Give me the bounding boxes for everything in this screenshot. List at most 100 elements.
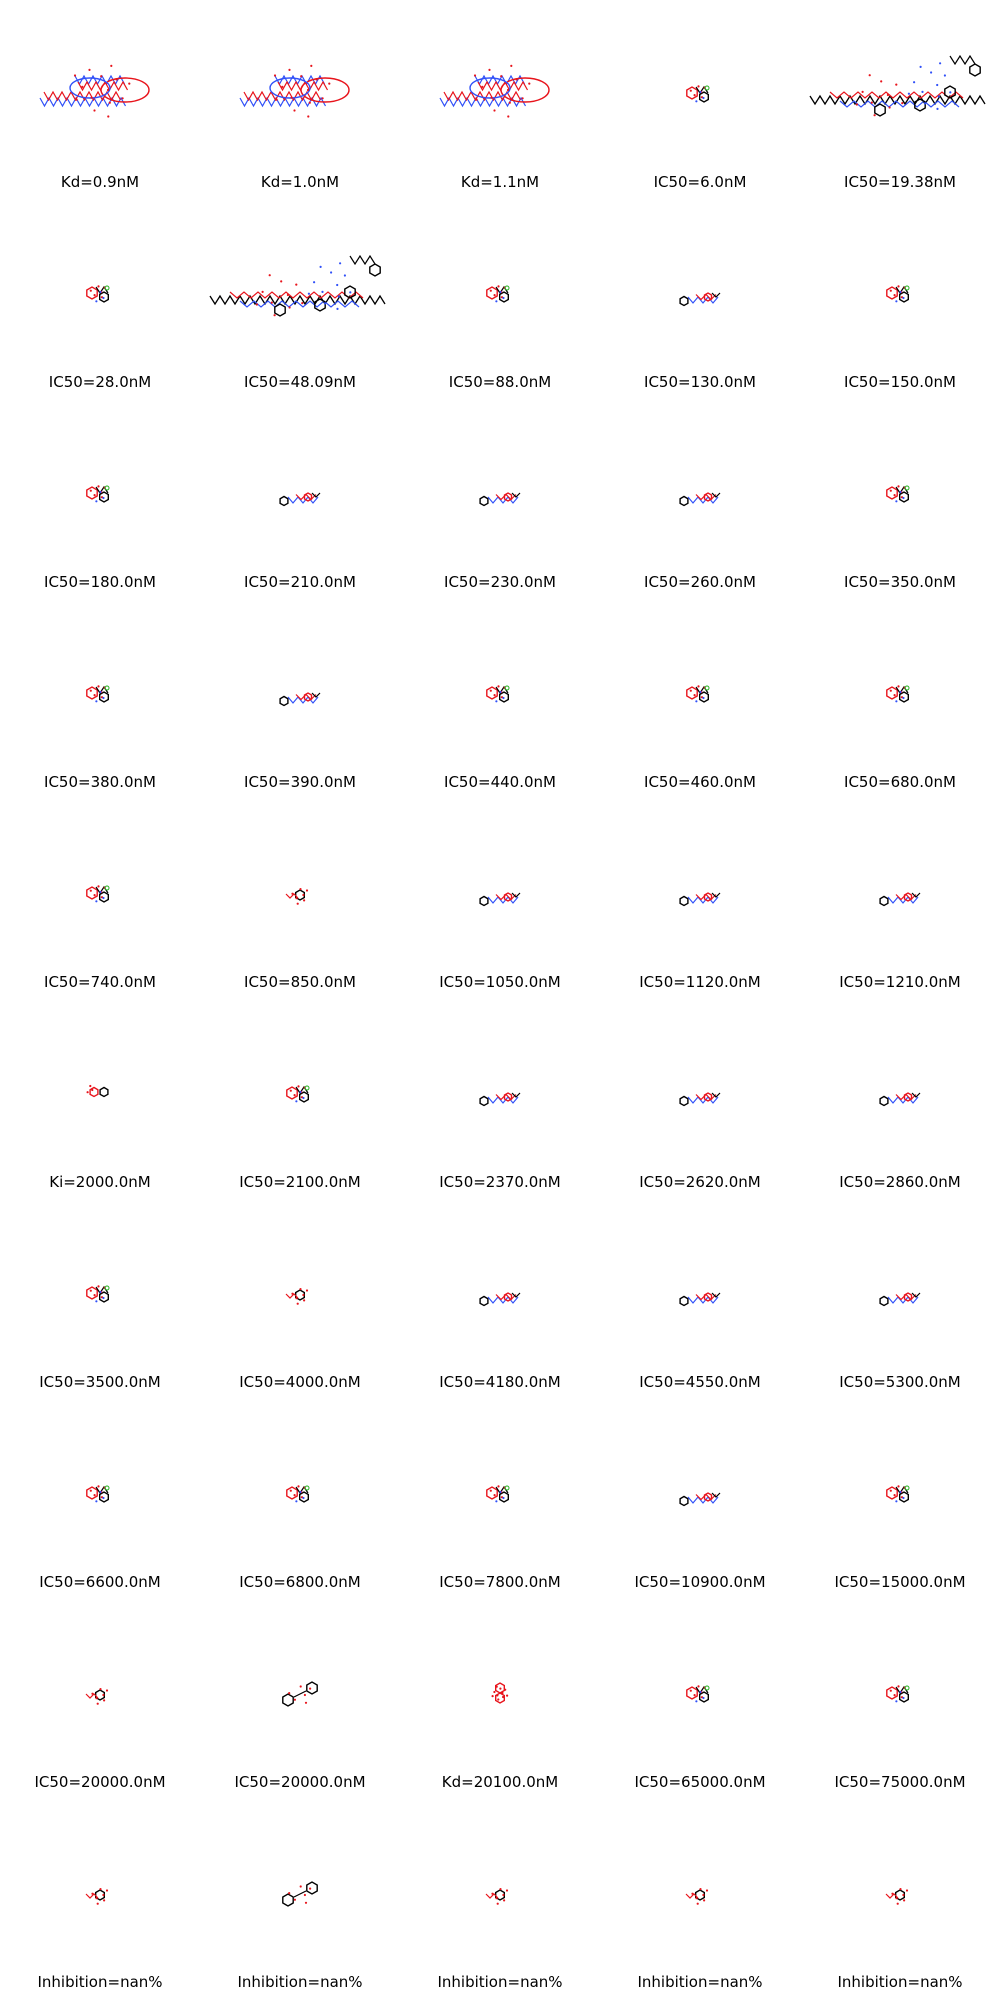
molecule-structure xyxy=(285,888,309,905)
molecule-cell: IC50=2620.0nM xyxy=(600,1000,800,1200)
activity-label: Inhibition=nan% xyxy=(637,1973,763,1991)
activity-label: IC50=150.0nM xyxy=(844,373,956,391)
molecule-structure xyxy=(679,1292,721,1307)
molecule-cell: IC50=7800.0nM xyxy=(400,1400,600,1600)
molecule-structure xyxy=(886,685,910,703)
molecule-structure xyxy=(86,685,110,703)
molecule-structure xyxy=(886,1685,910,1703)
activity-label: IC50=6600.0nM xyxy=(39,1573,161,1591)
molecule-structure xyxy=(679,292,721,307)
molecule-cell: IC50=4000.0nM xyxy=(200,1200,400,1400)
activity-label: IC50=1210.0nM xyxy=(839,973,961,991)
molecule-cell: IC50=2100.0nM xyxy=(200,1000,400,1200)
molecule-structure xyxy=(679,892,721,907)
molecule-cell: IC50=150.0nM xyxy=(800,200,1000,400)
molecule-cell: IC50=1050.0nM xyxy=(400,800,600,1000)
molecule-structure xyxy=(886,485,910,503)
molecule-cell: IC50=88.0nM xyxy=(400,200,600,400)
molecule-cell: IC50=4550.0nM xyxy=(600,1200,800,1400)
activity-label: IC50=180.0nM xyxy=(44,573,156,591)
molecule-structure xyxy=(86,285,110,303)
molecule-structure xyxy=(285,1288,309,1305)
molecule-cell: Inhibition=nan% xyxy=(400,1800,600,2000)
molecule-cell: IC50=4180.0nM xyxy=(400,1200,600,1400)
activity-label: Kd=0.9nM xyxy=(60,173,140,191)
molecule-cell: IC50=1210.0nM xyxy=(800,800,1000,1000)
molecule-cell: IC50=130.0nM xyxy=(600,200,800,400)
activity-label: Kd=1.1nM xyxy=(460,173,540,191)
molecule-cell: IC50=19.38nM xyxy=(800,0,1000,200)
molecule-cell: IC50=3500.0nM xyxy=(0,1200,200,1400)
molecule-cell: IC50=230.0nM xyxy=(400,400,600,600)
molecule-structure xyxy=(86,1084,109,1098)
molecule-cell: IC50=380.0nM xyxy=(0,600,200,800)
molecule-cell: IC50=180.0nM xyxy=(0,400,200,600)
molecule-structure xyxy=(86,885,110,903)
molecule-cell: IC50=210.0nM xyxy=(200,400,400,600)
activity-label: IC50=680.0nM xyxy=(844,773,956,791)
molecule-structure xyxy=(282,1681,318,1707)
activity-label: Kd=1.0nM xyxy=(260,173,340,191)
molecule-structure xyxy=(85,1888,109,1905)
molecule-structure xyxy=(279,692,321,707)
activity-label: IC50=6.0nM xyxy=(653,173,747,191)
activity-label: IC50=850.0nM xyxy=(244,973,356,991)
molecule-structure xyxy=(479,1092,521,1107)
molecule-structure xyxy=(485,1888,509,1905)
molecule-structure xyxy=(279,492,321,507)
activity-label: IC50=2370.0nM xyxy=(439,1173,561,1191)
activity-label: IC50=48.09nM xyxy=(244,373,356,391)
activity-label: IC50=20000.0nM xyxy=(34,1773,166,1791)
molecule-structure xyxy=(286,1085,310,1103)
molecule-cell: Kd=20100.0nM xyxy=(400,1600,600,1800)
activity-label: IC50=4180.0nM xyxy=(439,1373,561,1391)
molecule-cell: IC50=75000.0nM xyxy=(800,1600,1000,1800)
molecule-cell: Kd=1.0nM xyxy=(200,0,400,200)
molecule-structure xyxy=(879,1092,921,1107)
molecule-cell: Kd=1.1nM xyxy=(400,0,600,200)
molecule-cell: IC50=460.0nM xyxy=(600,600,800,800)
molecule-cell: IC50=28.0nM xyxy=(0,200,200,400)
molecule-cell: Ki=2000.0nM xyxy=(0,1000,200,1200)
activity-label: IC50=260.0nM xyxy=(644,573,756,591)
molecule-cell: IC50=2370.0nM xyxy=(400,1000,600,1200)
activity-label: Inhibition=nan% xyxy=(237,1973,363,1991)
activity-label: IC50=460.0nM xyxy=(644,773,756,791)
molecule-cell: IC50=6800.0nM xyxy=(200,1400,400,1600)
activity-label: IC50=28.0nM xyxy=(48,373,152,391)
molecule-cell: IC50=20000.0nM xyxy=(0,1600,200,1800)
molecule-structure xyxy=(39,64,150,118)
activity-label: IC50=130.0nM xyxy=(644,373,756,391)
molecule-structure xyxy=(679,1092,721,1107)
molecule-structure xyxy=(86,1285,110,1303)
activity-label: IC50=2860.0nM xyxy=(839,1173,961,1191)
activity-label: IC50=390.0nM xyxy=(244,773,356,791)
molecule-structure xyxy=(686,1685,710,1703)
activity-label: IC50=3500.0nM xyxy=(39,1373,161,1391)
molecule-cell: IC50=390.0nM xyxy=(200,600,400,800)
molecule-cell: IC50=5300.0nM xyxy=(800,1200,1000,1400)
molecule-structure xyxy=(686,85,710,103)
molecule-cell: IC50=65000.0nM xyxy=(600,1600,800,1800)
molecule-cell: IC50=2860.0nM xyxy=(800,1000,1000,1200)
activity-label: IC50=75000.0nM xyxy=(834,1773,966,1791)
molecule-structure xyxy=(86,485,110,503)
molecule-cell: IC50=260.0nM xyxy=(600,400,800,600)
activity-label: IC50=5300.0nM xyxy=(839,1373,961,1391)
molecule-cell: IC50=15000.0nM xyxy=(800,1400,1000,1600)
activity-label: IC50=15000.0nM xyxy=(834,1573,966,1591)
molecule-structure xyxy=(86,1485,110,1503)
molecule-cell: IC50=6.0nM xyxy=(600,0,800,200)
molecule-cell: IC50=440.0nM xyxy=(400,600,600,800)
molecule-structure xyxy=(685,1888,709,1905)
molecule-cell: IC50=20000.0nM xyxy=(200,1600,400,1800)
activity-label: IC50=6800.0nM xyxy=(239,1573,361,1591)
molecule-structure xyxy=(486,685,510,703)
molecule-structure xyxy=(486,285,510,303)
activity-label: IC50=2620.0nM xyxy=(639,1173,761,1191)
molecule-cell: IC50=350.0nM xyxy=(800,400,1000,600)
molecule-structure xyxy=(809,54,986,117)
molecule-structure xyxy=(479,892,521,907)
activity-label: IC50=1120.0nM xyxy=(639,973,761,991)
molecule-structure xyxy=(879,892,921,907)
